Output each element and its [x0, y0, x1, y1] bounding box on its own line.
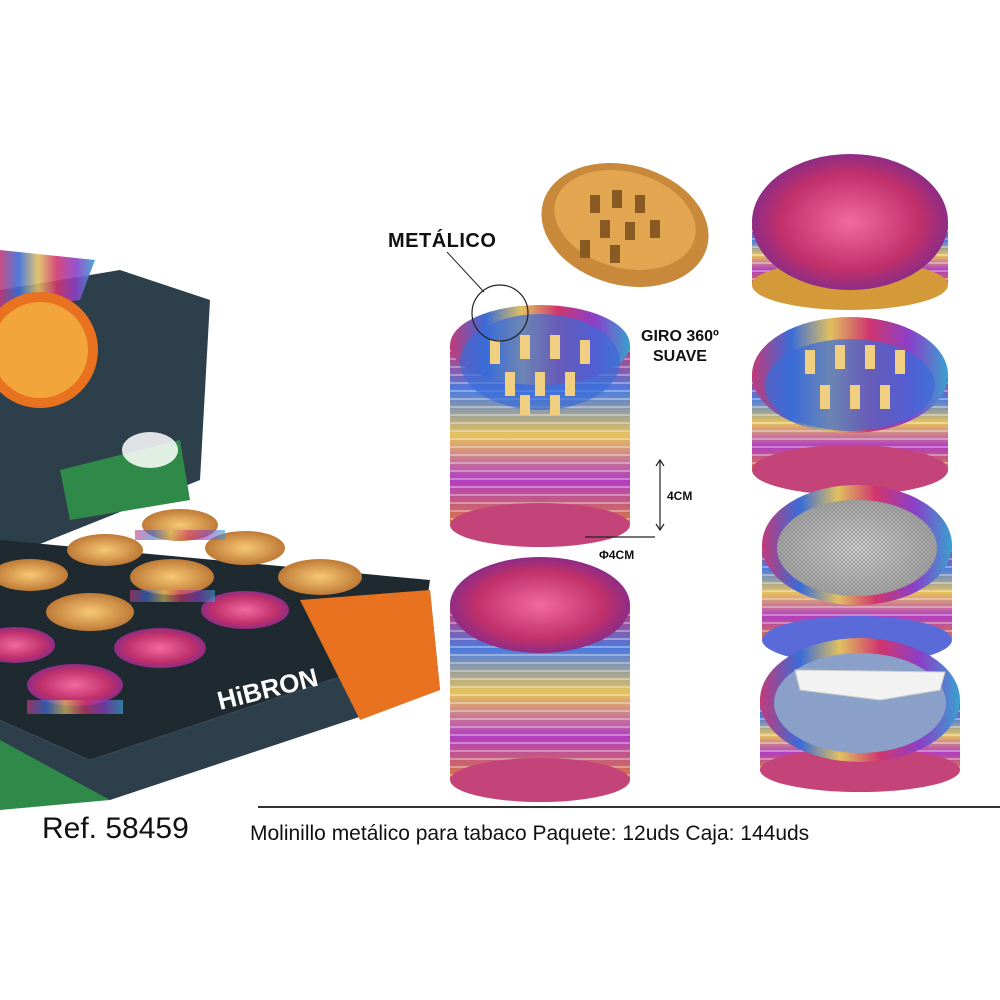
height-dimension-label: 4CM: [667, 489, 693, 503]
rotation-label: GIRO 360º SUAVE: [641, 327, 719, 367]
scraper-tool: [794, 669, 946, 701]
grinder-exploded: [752, 154, 960, 792]
diameter-dimension-label: Φ4CM: [599, 548, 635, 562]
caption-divider: [258, 806, 1000, 808]
rotation-label-line2: SUAVE: [652, 348, 707, 365]
rotation-label-line1: GIRO 360º: [641, 328, 719, 345]
box-grinders: [0, 509, 362, 714]
grinder-closed: [450, 557, 630, 802]
display-box: HiBRON: [0, 250, 440, 810]
material-callout-circle: [471, 284, 529, 342]
grinder-open-teeth: [446, 251, 630, 547]
product-description: Molinillo metálico para tabaco Paquete: …: [250, 822, 810, 845]
product-reference: Ref. 58459: [42, 812, 189, 845]
grinder-lid-open: [541, 163, 709, 287]
material-label: METÁLICO: [388, 230, 497, 252]
dimension-markers: [585, 458, 665, 538]
